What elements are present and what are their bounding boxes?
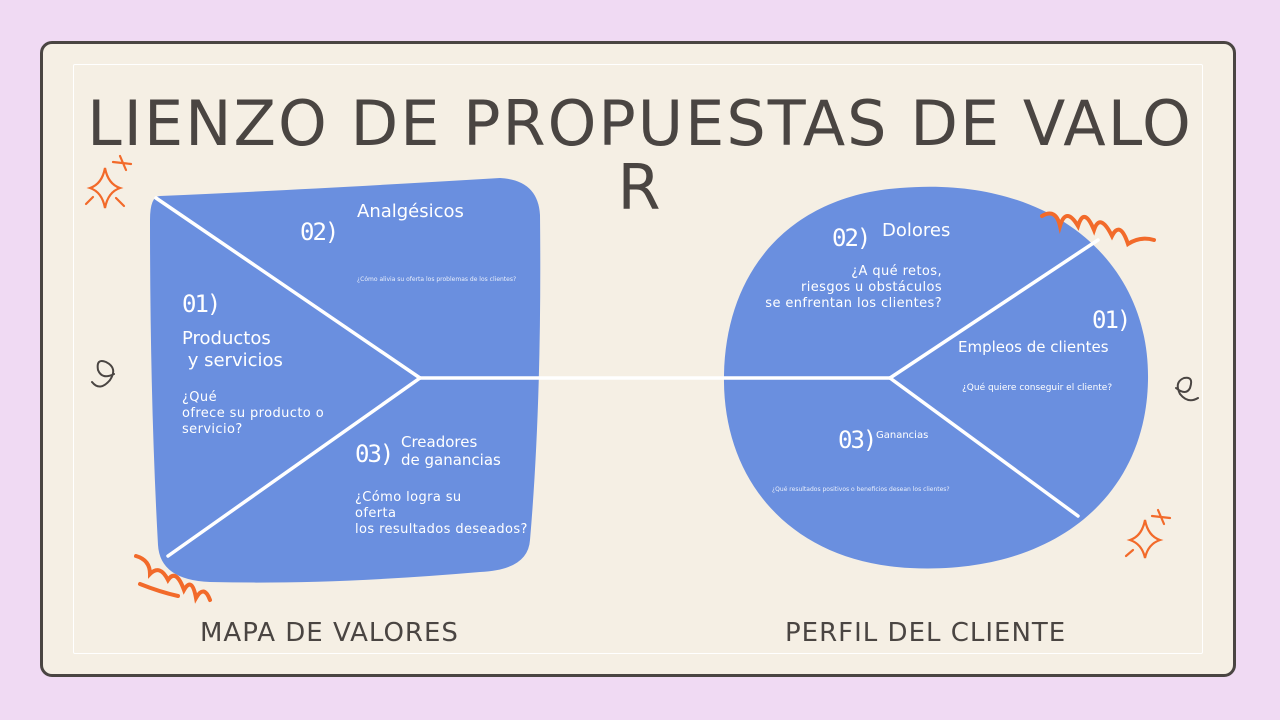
zigzag-decoration: [1040, 211, 1156, 248]
value-map-label: MAPA DE VALORES: [200, 618, 459, 648]
pain-relievers-number: 02): [300, 218, 339, 246]
pain-relievers-heading: Analgésicos: [357, 201, 464, 222]
value-map-dividers: [154, 196, 1100, 558]
zigzag-decoration: [134, 554, 212, 604]
gain-creators-heading: Creadores de ganancias: [401, 433, 501, 469]
products-question: ¿Qué ofrece su producto o servicio?: [182, 390, 325, 437]
swirl-decoration: [91, 360, 115, 388]
gains-question: ¿Qué resultados positivos o beneficios d…: [772, 486, 950, 493]
products-heading: Productos y servicios: [182, 328, 283, 371]
jobs-heading: Empleos de clientes: [958, 338, 1109, 356]
inner-frame: [73, 64, 1203, 654]
gains-number: 03): [838, 426, 877, 454]
customer-profile-label: PERFIL DEL CLIENTE: [785, 618, 1067, 648]
pain-relievers-question: ¿Cómo alivia su oferta los problemas de …: [357, 276, 517, 283]
gain-creators-number: 03): [355, 440, 394, 468]
sparkle-icon: [84, 154, 133, 209]
jobs-question: ¿Qué quiere conseguir el cliente?: [962, 383, 1113, 393]
pains-number: 02): [832, 224, 871, 252]
sparkle-icon: [1124, 508, 1172, 559]
jobs-number: 01): [1092, 306, 1131, 334]
pains-heading: Dolores: [882, 220, 951, 241]
gain-creators-question: ¿Cómo logra su oferta los resultados des…: [355, 490, 528, 537]
pains-question: ¿A qué retos, riesgos u obstáculos se en…: [765, 264, 942, 311]
swirl-decoration: [1175, 376, 1199, 402]
value-map-shape: [150, 178, 541, 583]
customer-profile-shape: [723, 186, 1149, 569]
products-number: 01): [182, 290, 221, 318]
page-title: LIENZO DE PROPUESTAS DE VALOR: [87, 87, 1193, 224]
gains-heading: Ganancias: [876, 430, 929, 441]
